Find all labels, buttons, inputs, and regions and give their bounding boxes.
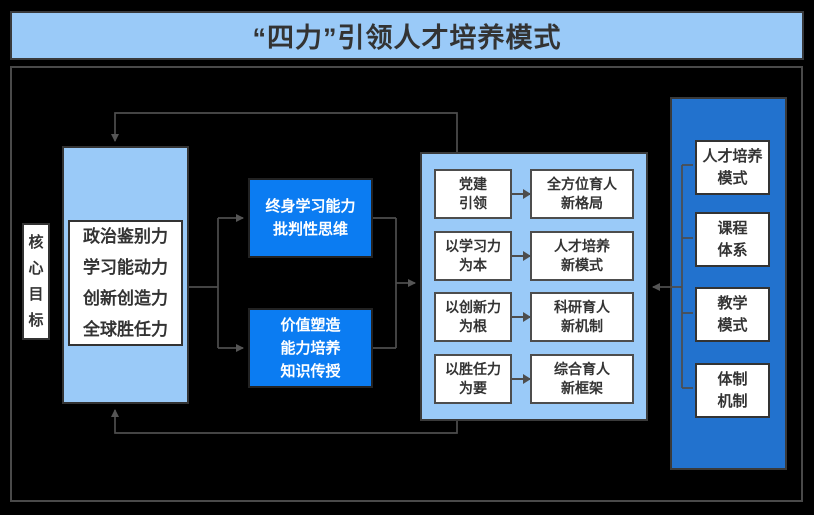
outcome-label: 人才培养 模式 [702, 147, 763, 187]
outcome-label: 课程 体系 [717, 219, 748, 259]
outcome-box-teaching-model: 教学 模式 [695, 287, 770, 342]
title-bar: “四力”引领人才培养模式 [10, 11, 804, 60]
four-forces-container: 政治鉴别力 学习能动力 创新创造力 全球胜任力 [62, 146, 189, 404]
right-arrow-icon [512, 373, 531, 384]
outcome-label: 教学 模式 [717, 294, 748, 334]
four-forces-box: 政治鉴别力 学习能动力 创新创造力 全球胜任力 [68, 220, 183, 346]
right-arrow-icon [512, 189, 531, 199]
core-goal-label: 核 心 目 标 [28, 233, 44, 329]
outcome-box-training-model: 人才培养 模式 [695, 140, 770, 195]
capability-box-learning: 终身学习能力 批判性思维 [248, 178, 373, 258]
mechanism-source-label: 以胜任力 为要 [445, 360, 501, 396]
mechanism-source-box: 以胜任力 为要 [434, 353, 512, 404]
outcome-label: 体制 机制 [717, 370, 748, 410]
page-title: “四力”引领人才培养模式 [252, 23, 562, 53]
mechanism-row-3: 以创新力 为根 科研育人 新机制 [434, 292, 634, 343]
mechanism-source-box: 以创新力 为根 [434, 292, 512, 343]
mechanism-source-label: 党建 引领 [459, 176, 487, 211]
mechanisms-container: 党建 引领 全方位育人 新格局 以学习力 为本 人才培养 新模式 以创新力 为根… [420, 152, 648, 421]
mechanism-source-label: 以创新力 为根 [445, 299, 501, 335]
mechanism-source-label: 以学习力 为本 [445, 237, 501, 273]
mechanism-source-box: 以学习力 为本 [434, 230, 512, 281]
outcome-box-institution: 体制 机制 [695, 363, 770, 418]
mechanism-row-1: 党建 引领 全方位育人 新格局 [434, 169, 634, 219]
four-forces-text: 政治鉴别力 学习能动力 创新创造力 全球胜任力 [83, 227, 168, 339]
capability-values-text: 价值塑造 能力培养 知识传授 [280, 316, 341, 380]
outcomes-container: 人才培养 模式 课程 体系 教学 模式 体制 机制 [670, 97, 787, 470]
right-arrow-icon [512, 312, 531, 323]
mechanism-result-box: 综合育人 新框架 [530, 353, 634, 404]
mechanism-row-4: 以胜任力 为要 综合育人 新框架 [434, 353, 634, 404]
mechanism-result-label: 科研育人 新机制 [554, 299, 610, 335]
right-arrow-icon [512, 250, 531, 261]
mechanism-result-box: 全方位育人 新格局 [530, 169, 634, 219]
mechanism-result-label: 综合育人 新框架 [554, 360, 610, 396]
mechanism-result-label: 全方位育人 新格局 [547, 176, 617, 211]
mechanism-row-2: 以学习力 为本 人才培养 新模式 [434, 230, 634, 281]
mechanism-result-label: 人才培养 新模式 [554, 237, 610, 273]
mechanism-source-box: 党建 引领 [434, 169, 512, 219]
capability-box-values: 价值塑造 能力培养 知识传授 [248, 308, 373, 388]
core-goal-box: 核 心 目 标 [22, 223, 50, 340]
outcome-box-curriculum: 课程 体系 [695, 212, 770, 267]
mechanism-result-box: 人才培养 新模式 [530, 230, 634, 281]
mechanism-result-box: 科研育人 新机制 [530, 292, 634, 343]
capability-learning-text: 终身学习能力 批判性思维 [265, 198, 356, 238]
